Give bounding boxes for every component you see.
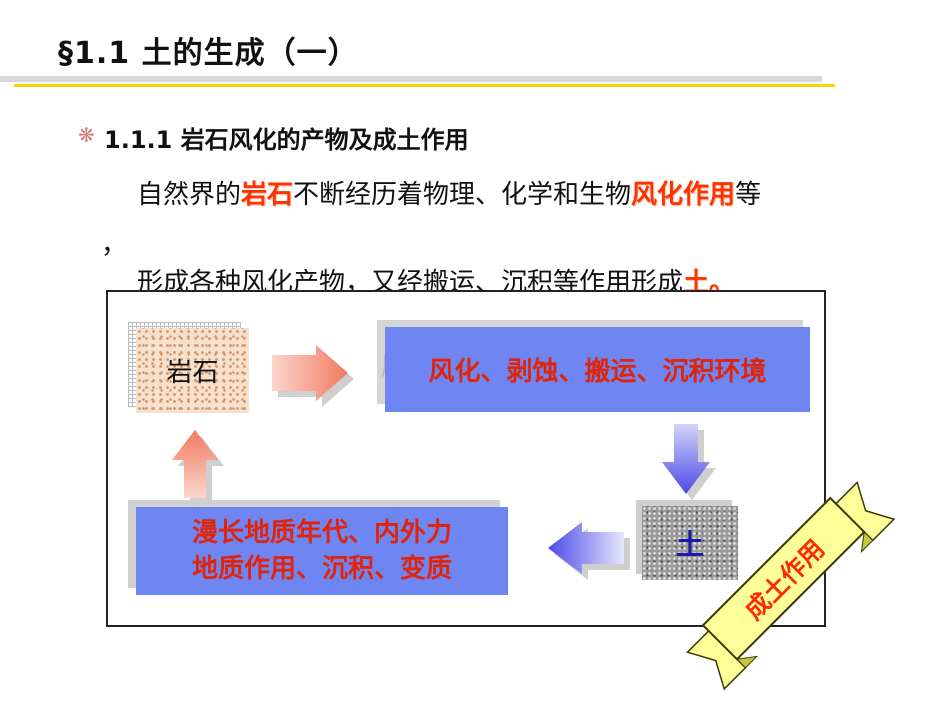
arrow-right-icon xyxy=(272,345,354,407)
soil-formation-banner: 成土作用 xyxy=(686,481,896,691)
asterisk-bullet-icon: ❋ xyxy=(78,123,95,147)
highlight-rock: 岩石 xyxy=(241,180,294,210)
geologic-process-box: 漫长地质年代、内外力 地质作用、沉积、变质 xyxy=(136,507,508,595)
title-rule-shadow xyxy=(0,76,822,82)
paragraph-line-1: 自然界的岩石不断经历着物理、化学和生物风化作用等 xyxy=(137,174,761,211)
paragraph-line-2: ， xyxy=(101,230,128,260)
rock-label: 岩石 xyxy=(166,358,219,388)
paragraph-text: 不断经历着物理、化学和生物 xyxy=(293,180,632,210)
environment-label: 风化、剥蚀、搬运、沉积环境 xyxy=(428,357,767,387)
arrow-left-icon xyxy=(548,522,630,580)
paragraph-text: 自然界的 xyxy=(137,180,242,210)
highlight-weathering: 风化作用 xyxy=(631,180,736,210)
slide-title: §1.1 土的生成（一） xyxy=(58,36,359,71)
environment-box: 风化、剥蚀、搬运、沉积环境 xyxy=(385,327,810,412)
section-subheading: 1.1.1 岩石风化的产物及成土作用 xyxy=(104,126,469,154)
soil-label: 土 xyxy=(675,528,704,561)
title-rule xyxy=(14,84,835,87)
geologic-label-line-1: 漫长地质年代、内外力 xyxy=(191,518,452,548)
geologic-label-line-2: 地质作用、沉积、变质 xyxy=(191,554,452,584)
arrow-down-icon xyxy=(662,424,716,500)
arrow-up-icon xyxy=(172,430,224,504)
soil-box: 土 xyxy=(642,506,738,580)
rock-box: 岩石 xyxy=(136,328,249,413)
paragraph-text: 等 xyxy=(735,180,762,210)
